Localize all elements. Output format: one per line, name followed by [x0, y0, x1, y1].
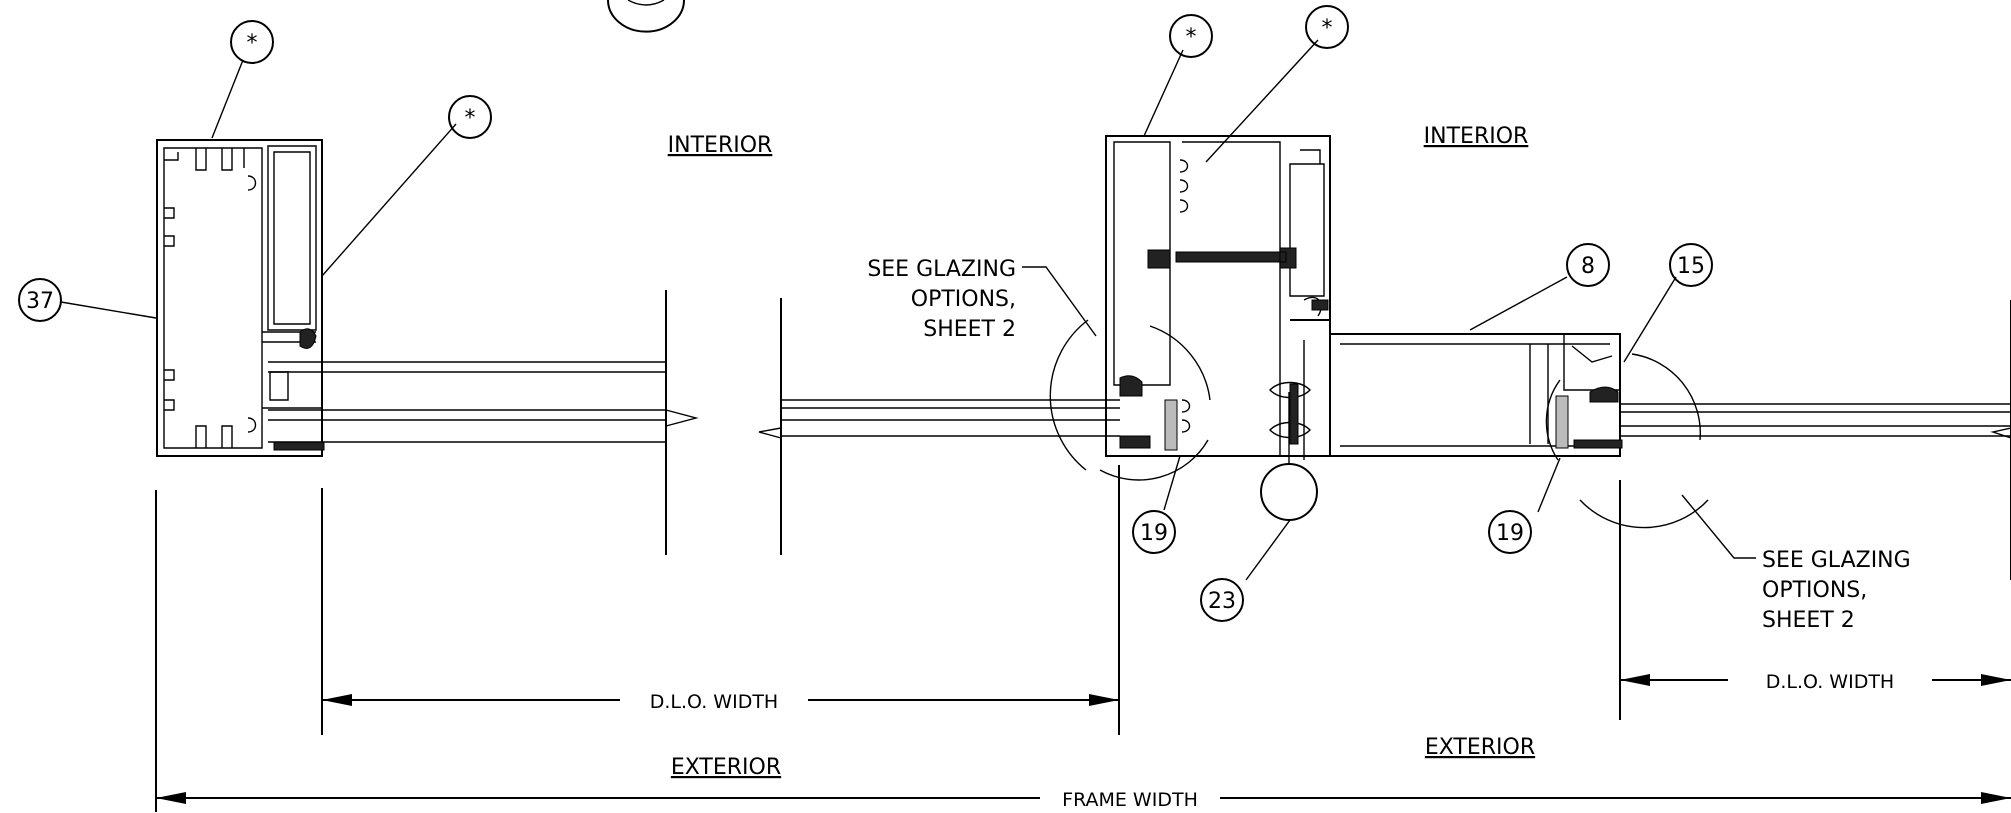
glazing-note-right: SEE GLAZING OPTIONS, SHEET 2 [1762, 548, 1911, 633]
callout-leaders [60, 39, 1756, 581]
frame-width-label: FRAME WIDTH [1062, 789, 1198, 811]
dlo-width-label-left: D.L.O. WIDTH [650, 691, 778, 713]
svg-text:19: 19 [1496, 521, 1524, 546]
interior-label-right: INTERIOR [1424, 124, 1529, 149]
svg-text:19: 19 [1140, 521, 1168, 546]
svg-text:OPTIONS,: OPTIONS, [1762, 578, 1867, 603]
svg-text:15: 15 [1677, 254, 1705, 279]
detail-circle-23 [1260, 463, 1318, 521]
callout-star-3: * [1169, 14, 1213, 58]
callout-23: 23 [1200, 578, 1244, 622]
center-mullion-section [1049, 135, 1331, 481]
callout-8: 8 [1566, 243, 1610, 287]
svg-text:SEE GLAZING: SEE GLAZING [1762, 548, 1911, 573]
callout-19-left: 19 [1132, 510, 1176, 554]
callout-star-2: * [448, 95, 492, 139]
glass-break-continuation [758, 298, 1120, 555]
callout-19-right: 19 [1488, 510, 1532, 554]
svg-text:OPTIONS,: OPTIONS, [911, 287, 1016, 312]
exterior-label-right: EXTERIOR [1425, 735, 1535, 760]
dimension-lines [155, 465, 2011, 812]
left-jamb-section [156, 139, 699, 555]
exterior-label-left: EXTERIOR [671, 755, 781, 780]
svg-text:*: * [247, 31, 258, 56]
svg-text:SEE GLAZING: SEE GLAZING [867, 257, 1016, 282]
glazing-note-left: SEE GLAZING OPTIONS, SHEET 2 [867, 257, 1016, 342]
callout-37: 37 [18, 278, 62, 322]
svg-text:8: 8 [1581, 254, 1595, 279]
callout-top-partial [607, 0, 685, 33]
interior-label-left: INTERIOR [668, 133, 773, 158]
svg-text:*: * [1186, 25, 1197, 50]
callout-15: 15 [1669, 243, 1713, 287]
svg-text:*: * [1322, 16, 1333, 41]
svg-text:*: * [465, 106, 476, 131]
dlo-width-label-right: D.L.O. WIDTH [1766, 671, 1894, 693]
right-frame-section [1269, 296, 2011, 580]
callout-star-1: * [230, 20, 274, 64]
svg-text:SHEET 2: SHEET 2 [923, 317, 1016, 342]
svg-text:SHEET 2: SHEET 2 [1762, 608, 1855, 633]
svg-text:23: 23 [1208, 589, 1236, 614]
callout-star-4: * [1305, 5, 1349, 49]
svg-text:37: 37 [26, 289, 54, 314]
